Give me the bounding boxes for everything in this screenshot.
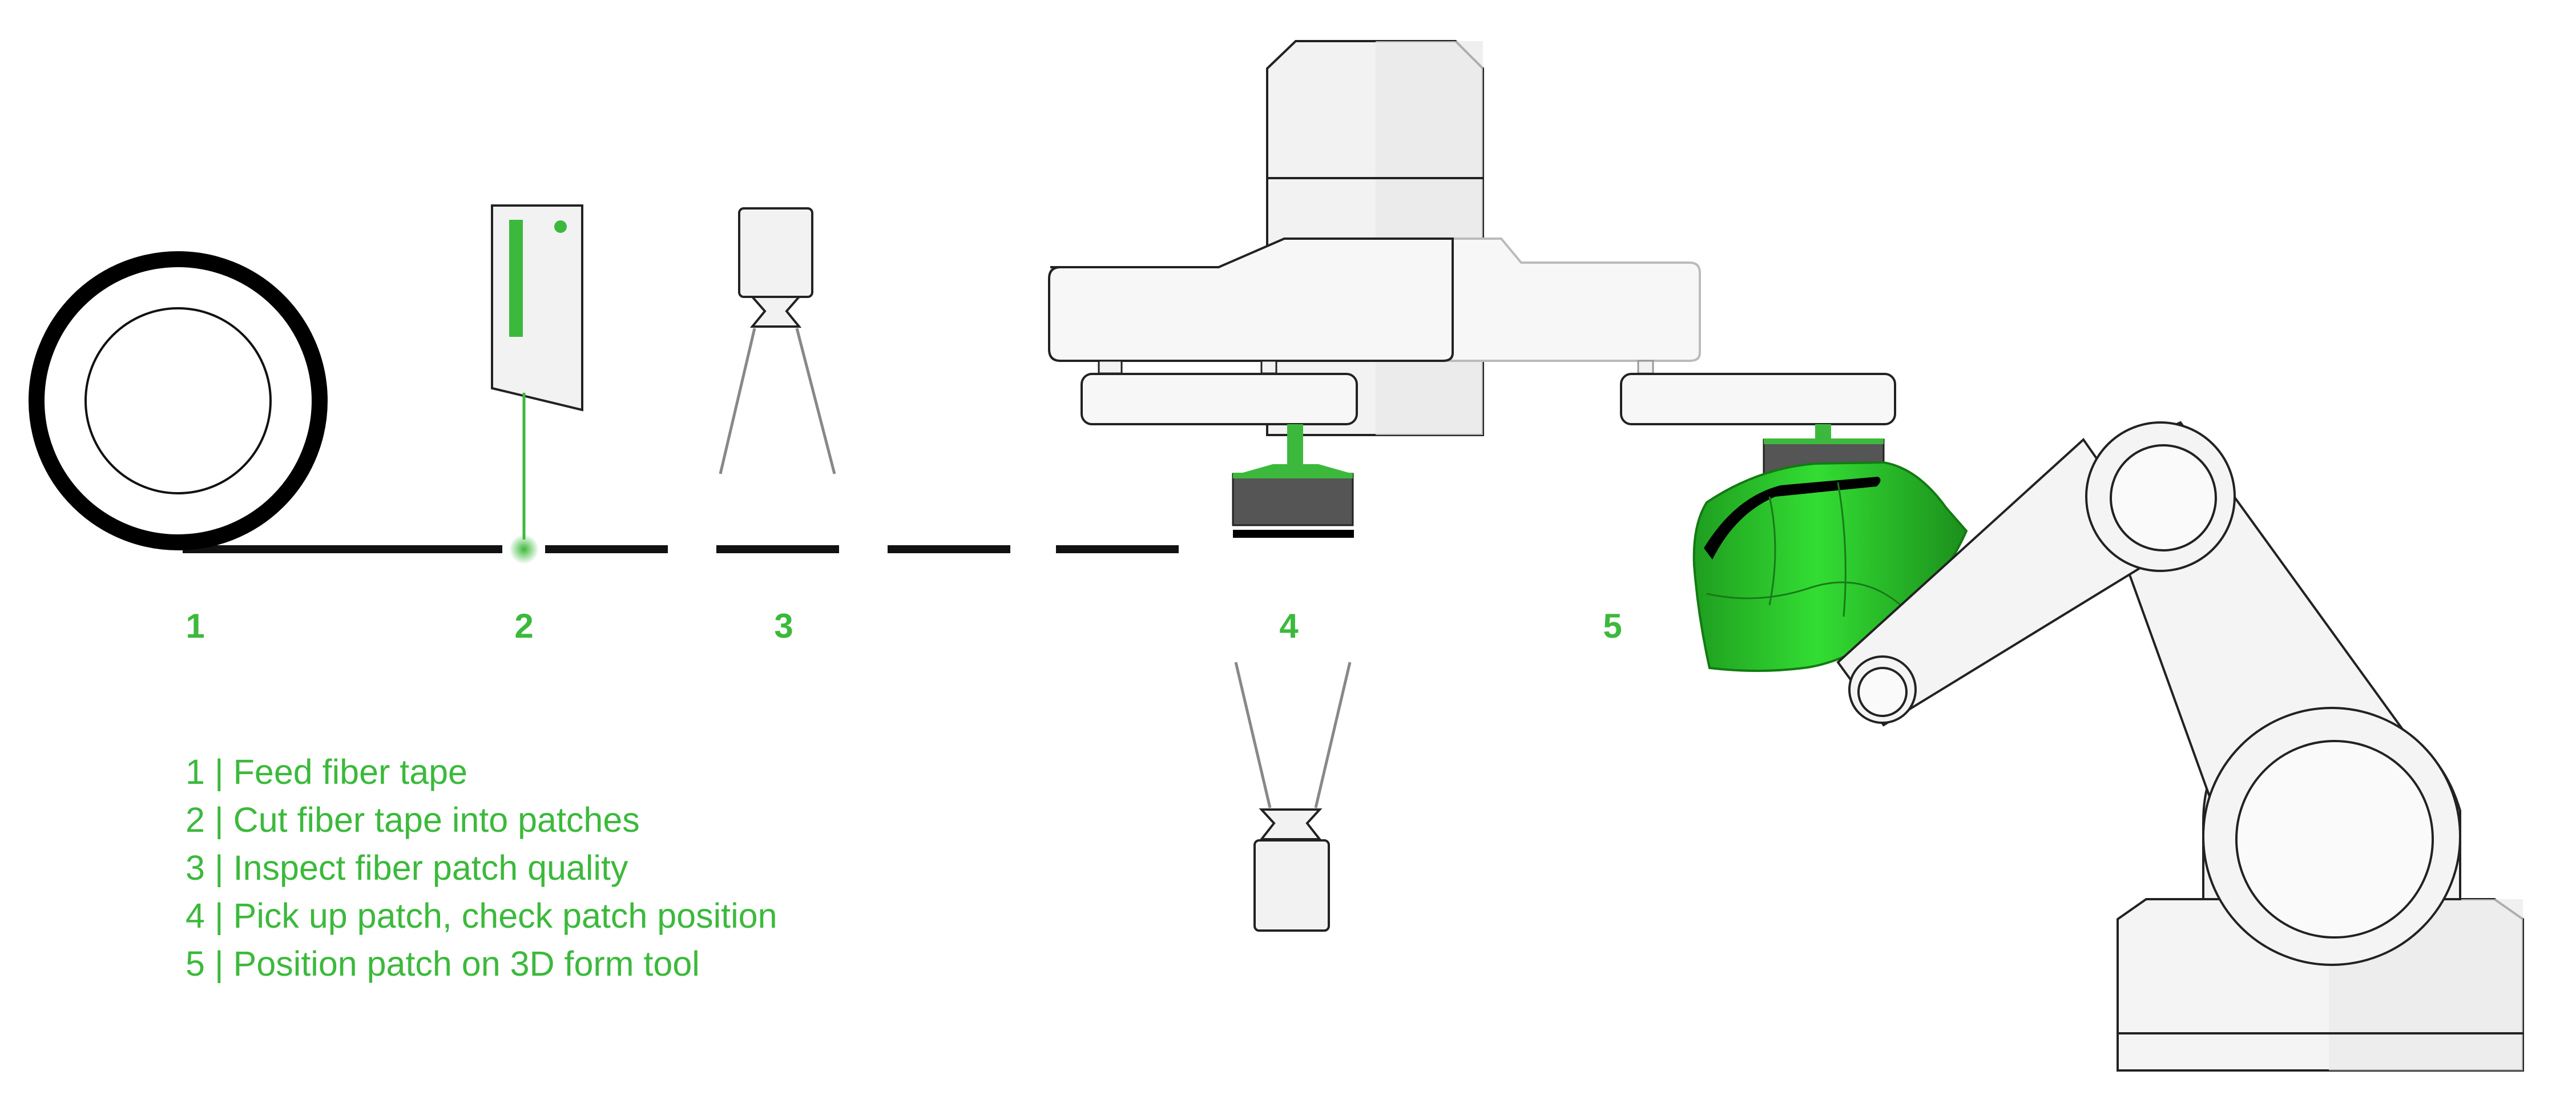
step-number-3: 3 <box>774 607 793 645</box>
legend-item-3: 3 | Inspect fiber patch quality <box>186 848 628 887</box>
process-legend: 1 | Feed fiber tape 2 | Cut fiber tape i… <box>186 748 777 988</box>
step-number-5: 5 <box>1603 607 1622 645</box>
legend-item-2: 2 | Cut fiber tape into patches <box>186 800 640 839</box>
legend-item-4: 4 | Pick up patch, check patch position <box>186 896 777 935</box>
legend-item-5: 5 | Position patch on 3D form tool <box>186 944 700 983</box>
step-number-2: 2 <box>514 607 534 645</box>
step-number-4: 4 <box>1279 607 1299 645</box>
cutter-icon <box>491 204 583 564</box>
bottom-camera-icon <box>1234 662 1352 932</box>
camera-icon <box>719 207 836 474</box>
tape-reel-icon <box>29 251 328 550</box>
step-number-1: 1 <box>186 607 205 645</box>
gripper-icon <box>1232 424 1354 538</box>
gantry-robot-icon <box>1048 40 1896 436</box>
robot-arm-icon <box>1836 421 2524 1072</box>
legend-item-1: 1 | Feed fiber tape <box>186 752 467 791</box>
